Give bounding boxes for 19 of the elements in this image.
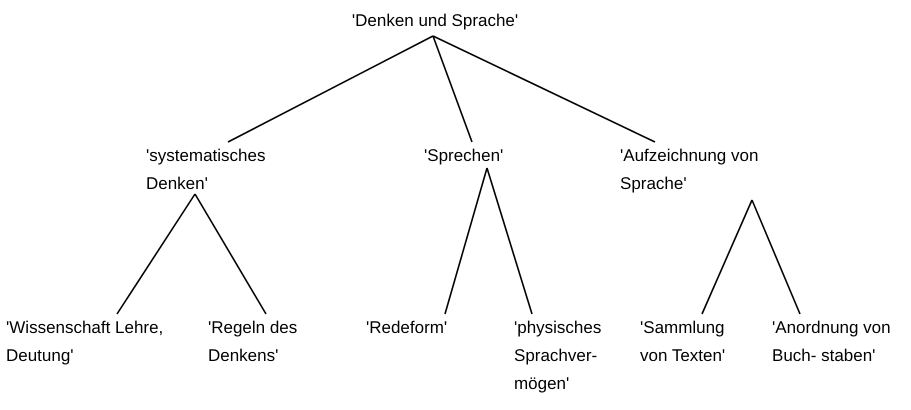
node-label: 'Aufzeichnung von Sprache' [620,145,760,195]
node-label: 'Sprechen' [424,145,504,167]
node-label: 'Redeform' [366,317,448,339]
node-label: 'Denken und Sprache' [350,10,520,32]
node-label: 'Sammlung von Texten' [640,317,726,367]
node-label: 'Regeln des Denkens' [208,317,298,367]
connector-line [432,36,473,142]
connector-line [432,35,656,143]
connector-line [228,35,434,143]
connector-line [116,194,196,314]
node-label: 'Wissenschaft Lehre, Deutung' [6,317,164,367]
node-label: 'Anordnung von Buch- staben' [772,317,892,367]
node-label: 'systematisches Denken' [146,145,266,195]
node-label: 'physisches Sprachver- mögen' [514,317,602,395]
connector-line [194,194,267,314]
connector-line [701,200,753,314]
connector-line [486,168,533,314]
connector-line [444,168,488,314]
connector-line [751,200,801,314]
